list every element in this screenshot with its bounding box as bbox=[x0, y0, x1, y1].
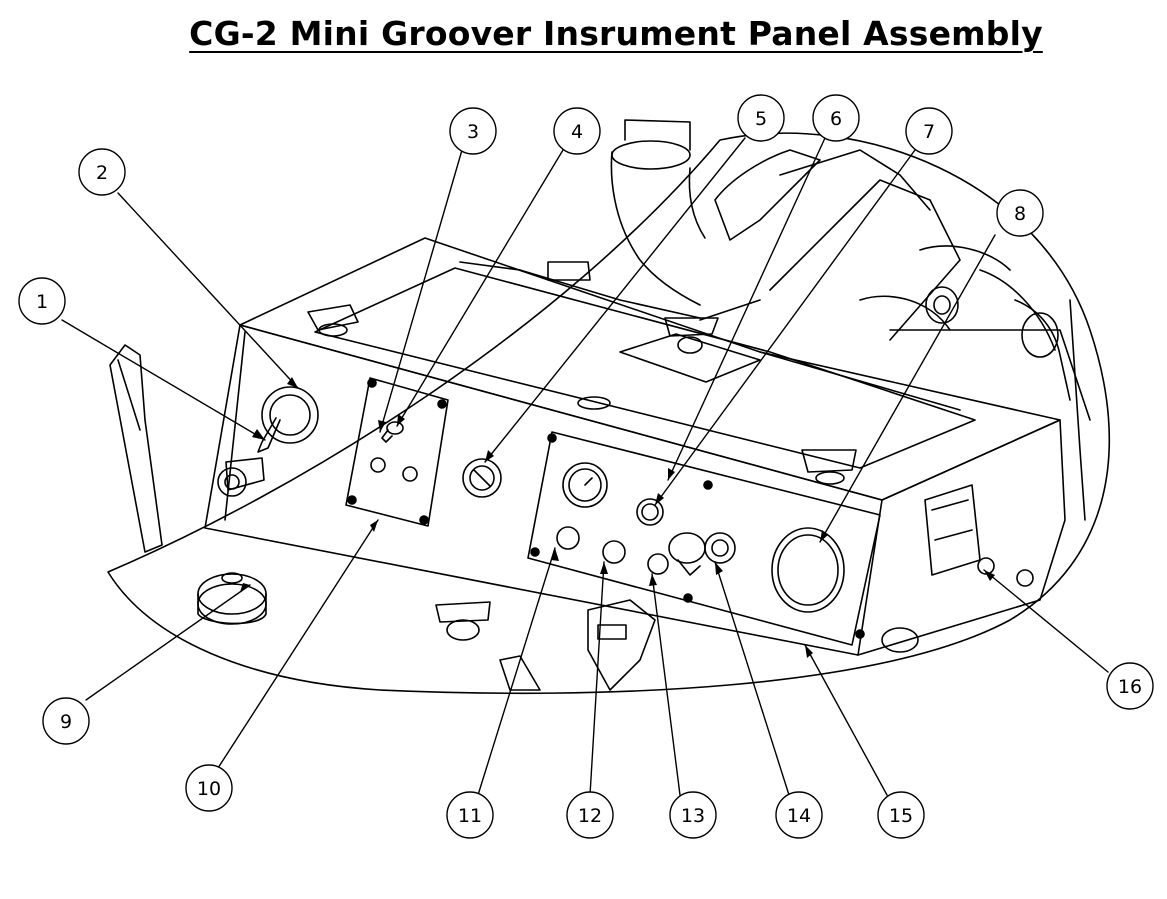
svg-text:4: 4 bbox=[571, 121, 583, 143]
callout-9: 9 bbox=[42, 697, 90, 745]
svg-text:12: 12 bbox=[578, 805, 602, 827]
callout-15: 15 bbox=[877, 791, 925, 839]
detail-view-boundary bbox=[107, 132, 1111, 695]
lid-knobs bbox=[307, 261, 857, 485]
panel-box bbox=[204, 237, 1066, 656]
handle-bar bbox=[109, 344, 163, 553]
svg-text:15: 15 bbox=[889, 805, 913, 827]
svg-text:2: 2 bbox=[96, 162, 108, 184]
callout-11: 11 bbox=[446, 791, 494, 839]
callout-8: 8 bbox=[996, 189, 1044, 237]
terminal-block bbox=[924, 484, 1034, 587]
svg-text:3: 3 bbox=[467, 121, 479, 143]
leader-lines bbox=[61, 137, 1109, 796]
callout-2: 2 bbox=[78, 148, 126, 196]
right-instrument-plate bbox=[527, 431, 881, 646]
callout-6: 6 bbox=[812, 94, 860, 142]
callout-3: 3 bbox=[449, 107, 497, 155]
callout-10: 10 bbox=[185, 764, 233, 812]
svg-text:1: 1 bbox=[36, 291, 48, 313]
left-side-controls bbox=[217, 386, 319, 497]
svg-text:16: 16 bbox=[1118, 676, 1142, 698]
callout-7: 7 bbox=[905, 107, 953, 155]
svg-text:5: 5 bbox=[755, 108, 767, 130]
lower-components bbox=[435, 599, 919, 691]
callout-14: 14 bbox=[775, 791, 823, 839]
background-machinery bbox=[610, 119, 1091, 521]
callout-13: 13 bbox=[669, 791, 717, 839]
callout-circles: 1 2 3 4 5 6 7 8 bbox=[18, 94, 1154, 839]
svg-text:9: 9 bbox=[60, 711, 72, 733]
callout-4: 4 bbox=[553, 107, 601, 155]
svg-text:14: 14 bbox=[787, 805, 811, 827]
left-switch-plate bbox=[345, 377, 449, 527]
callout-12: 12 bbox=[566, 791, 614, 839]
svg-text:11: 11 bbox=[458, 805, 482, 827]
leader-arrowheads bbox=[240, 377, 995, 658]
svg-text:8: 8 bbox=[1014, 203, 1026, 225]
svg-text:7: 7 bbox=[923, 121, 935, 143]
callout-5: 5 bbox=[737, 94, 785, 142]
svg-text:10: 10 bbox=[197, 778, 221, 800]
svg-text:13: 13 bbox=[681, 805, 705, 827]
svg-text:6: 6 bbox=[830, 108, 842, 130]
fuel-cap bbox=[197, 572, 267, 625]
circular-connector bbox=[462, 458, 502, 498]
callout-1: 1 bbox=[18, 277, 66, 325]
callout-16: 16 bbox=[1106, 662, 1154, 710]
page-title: CG-2 Mini Groover Insrument Panel Assemb… bbox=[189, 14, 1043, 53]
